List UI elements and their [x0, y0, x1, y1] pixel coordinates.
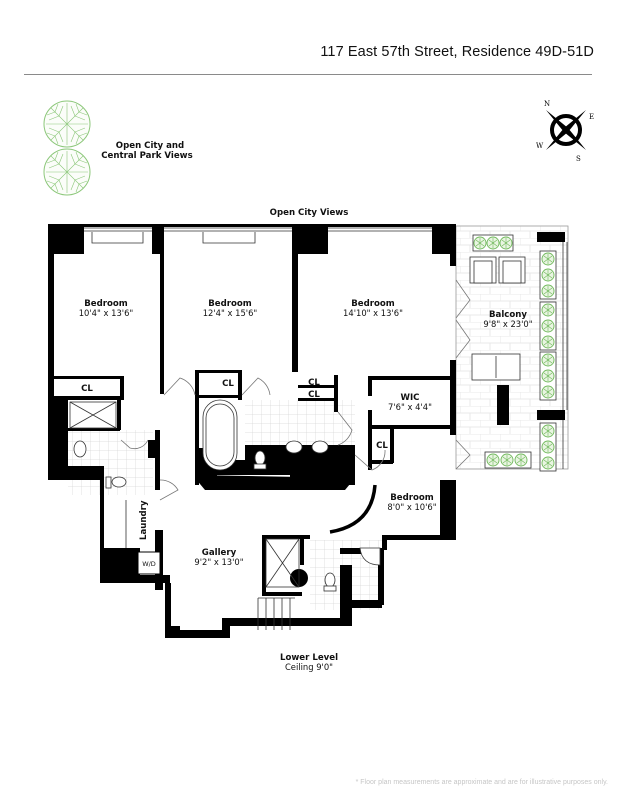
svg-text:9'8" x 23'0": 9'8" x 23'0" — [483, 319, 532, 329]
closet-label: CL — [308, 390, 320, 400]
tree-icon — [43, 148, 91, 196]
closet-label: CL — [222, 379, 234, 389]
room-label-bedroom-3: Bedroom 14'10" x 13'6" — [343, 299, 403, 318]
svg-text:9'2" x 13'0": 9'2" x 13'0" — [194, 557, 243, 567]
svg-text:8'0" x 10'6": 8'0" x 10'6" — [387, 502, 436, 512]
room-label-bedroom-4: Bedroom 8'0" x 10'6" — [387, 493, 436, 512]
svg-text:N: N — [544, 100, 550, 108]
views-label-line1: Open City and — [116, 141, 184, 151]
svg-text:WIC: WIC — [401, 393, 420, 403]
laundry-label: Laundry — [139, 500, 149, 540]
disclaimer: * Floor plan measurements are approximat… — [355, 779, 608, 786]
room-label-balcony: Balcony 9'8" x 23'0" — [483, 310, 532, 329]
room-label-gallery: Gallery 9'2" x 13'0" — [194, 548, 243, 567]
svg-text:Bedroom: Bedroom — [390, 493, 434, 503]
svg-text:Bedroom: Bedroom — [208, 299, 252, 309]
svg-text:Balcony: Balcony — [489, 310, 527, 320]
svg-text:Bedroom: Bedroom — [84, 299, 128, 309]
header-divider — [24, 74, 592, 75]
sink-icon — [311, 440, 329, 454]
svg-text:7'6" x 4'4": 7'6" x 4'4" — [388, 402, 432, 412]
toilet-icon — [111, 476, 127, 488]
doors — [120, 279, 471, 501]
svg-text:Gallery: Gallery — [202, 548, 237, 558]
svg-text:Bedroom: Bedroom — [351, 299, 395, 309]
level-label: Lower Level — [280, 653, 338, 663]
tree-icon — [43, 100, 91, 148]
toilet-icon — [324, 572, 336, 588]
open-city-views-label: Open City Views — [270, 208, 349, 218]
windows — [84, 227, 568, 469]
residence-title: 117 East 57th Street, Residence 49D-51D — [320, 44, 594, 60]
views-label-line2: Central Park Views — [101, 151, 192, 161]
washer-dryer-label: W/D — [142, 560, 156, 568]
closet-label: CL — [376, 441, 388, 451]
room-label-wic: WIC 7'6" x 4'4" — [388, 393, 432, 412]
svg-text:10'4" x 13'6": 10'4" x 13'6" — [79, 308, 134, 318]
sink-icon — [285, 440, 303, 454]
room-label-bedroom-2: Bedroom 12'4" x 15'6" — [203, 299, 258, 318]
sink-icon — [73, 440, 87, 458]
toilet-icon — [254, 450, 266, 466]
svg-text:12'4" x 15'6": 12'4" x 15'6" — [203, 308, 258, 318]
svg-text:S: S — [576, 155, 581, 163]
closet-label: CL — [81, 384, 93, 394]
sink-icon — [359, 547, 381, 566]
walls — [48, 224, 565, 638]
compass-icon: N E S W — [536, 100, 594, 163]
svg-text:E: E — [589, 113, 594, 121]
washer-dryer-box — [137, 551, 161, 575]
svg-text:14'10" x 13'6": 14'10" x 13'6" — [343, 308, 403, 318]
ceiling-label: Ceiling 9'0" — [285, 662, 333, 672]
room-label-bedroom-1: Bedroom 10'4" x 13'6" — [79, 299, 134, 318]
svg-text:W: W — [536, 142, 544, 150]
closet-label: CL — [308, 378, 320, 388]
